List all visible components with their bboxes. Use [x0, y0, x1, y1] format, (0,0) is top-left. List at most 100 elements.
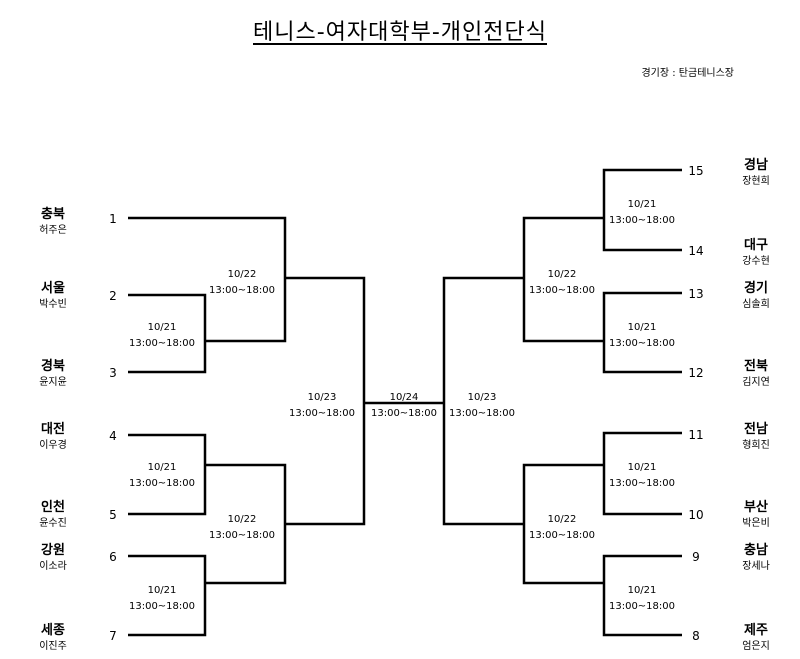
- bracket-line-r-1514-1312: [522, 216, 604, 343]
- player-region: 제주: [744, 623, 768, 638]
- match-date: 10/21: [148, 322, 177, 333]
- player-name: 허주은: [39, 224, 67, 236]
- bracket-line-r-15-14: [602, 168, 682, 252]
- player-entry-2: 서울 박수빈 2: [39, 280, 117, 310]
- player-entry-11: 11 전남 형희진: [688, 421, 769, 451]
- match-time: 13:00~18:00: [289, 408, 355, 419]
- title-text: 테니스-여자대학부-개인전단식: [253, 20, 547, 45]
- match-date: 10/22: [548, 514, 577, 525]
- player-region: 경기: [744, 280, 768, 296]
- player-name: 김지연: [742, 376, 770, 388]
- seed-number: 15: [688, 164, 703, 178]
- player-entry-9: 9 충남 장세나: [692, 542, 770, 572]
- player-entry-6: 강원 이소라 6: [39, 542, 117, 572]
- seed-number: 12: [688, 366, 703, 380]
- player-region: 부산: [744, 499, 768, 515]
- bracket-line-r-11-10: [602, 431, 682, 516]
- player-region: 전남: [744, 421, 768, 437]
- player-region: 대전: [41, 421, 65, 437]
- match-time: 13:00~18:00: [609, 338, 675, 349]
- seed-number: 5: [109, 508, 117, 522]
- match-date: 10/21: [148, 585, 177, 596]
- player-name: 형희진: [742, 439, 770, 451]
- match-date: 10/22: [228, 269, 257, 280]
- bracket-lines: [128, 168, 682, 637]
- match-schedule-r-r1-9-8: 10/21 13:00~18:00: [609, 585, 675, 612]
- player-region: 충남: [744, 542, 768, 558]
- bracket-line-r-9-8: [602, 554, 682, 637]
- player-entry-1: 충북 허주은 1: [39, 206, 117, 236]
- match-schedule-r-r2-bottom: 10/22 13:00~18:00: [529, 514, 595, 541]
- match-time: 13:00~18:00: [449, 408, 515, 419]
- player-name: 박은비: [742, 517, 770, 529]
- player-entry-8: 8 제주 엄은지: [692, 623, 770, 652]
- match-schedule-r-semi: 10/23 13:00~18:00: [449, 392, 515, 419]
- match-time: 13:00~18:00: [609, 478, 675, 489]
- match-date: 10/21: [628, 462, 657, 473]
- bracket-line-l-2-3: [128, 293, 207, 374]
- player-name: 윤수진: [39, 517, 67, 529]
- match-date: 10/23: [468, 392, 497, 403]
- seed-number: 3: [109, 366, 117, 380]
- seed-number: 7: [109, 629, 117, 643]
- match-time: 13:00~18:00: [209, 530, 275, 541]
- bracket-line-r-13-12: [602, 291, 682, 374]
- player-name: 심솔희: [742, 298, 770, 310]
- player-entry-14: 14 대구 강수현: [688, 238, 769, 267]
- match-schedule-r-r1-15-14: 10/21 13:00~18:00: [609, 199, 675, 226]
- player-region: 대구: [744, 238, 768, 253]
- player-entry-3: 경북 윤지윤 3: [39, 358, 117, 388]
- player-region: 경북: [41, 358, 65, 374]
- match-date: 10/22: [228, 514, 257, 525]
- match-time: 13:00~18:00: [609, 215, 675, 226]
- player-name: 장세나: [742, 560, 770, 572]
- match-date: 10/21: [628, 585, 657, 596]
- match-date: 10/22: [548, 269, 577, 280]
- seed-number: 10: [688, 508, 703, 522]
- match-schedule-l-r2-top: 10/22 13:00~18:00: [209, 269, 275, 296]
- player-region: 강원: [41, 542, 65, 558]
- match-schedule-final: 10/24 13:00~18:00: [371, 392, 437, 419]
- page-title: 테니스-여자대학부-개인전단식: [0, 14, 800, 46]
- match-date: 10/21: [628, 199, 657, 210]
- seed-number: 2: [109, 289, 117, 303]
- seed-number: 1: [109, 212, 117, 226]
- match-schedule-r-r2-top: 10/22 13:00~18:00: [529, 269, 595, 296]
- match-date: 10/24: [390, 392, 419, 403]
- match-date: 10/23: [308, 392, 337, 403]
- seed-number: 4: [109, 429, 117, 443]
- player-name: 이진주: [39, 640, 67, 652]
- player-region: 세종: [41, 623, 65, 638]
- match-schedule-l-r1-2-3: 10/21 13:00~18:00: [129, 322, 195, 349]
- bracket-line-l-4-5: [128, 433, 207, 516]
- match-time: 13:00~18:00: [609, 601, 675, 612]
- player-region: 충북: [41, 206, 65, 222]
- seed-number: 6: [109, 550, 117, 564]
- player-region: 인천: [41, 499, 65, 515]
- venue-label: 경기장 : 탄금테니스장: [641, 68, 734, 79]
- match-schedule-l-r1-6-7: 10/21 13:00~18:00: [129, 585, 195, 612]
- match-time: 13:00~18:00: [129, 478, 195, 489]
- player-entry-4: 대전 이우경 4: [39, 421, 117, 451]
- seed-number: 14: [688, 244, 703, 258]
- player-region: 전북: [744, 358, 768, 374]
- seed-number: 9: [692, 550, 700, 564]
- player-region: 서울: [41, 280, 65, 296]
- player-name: 이소라: [39, 560, 67, 572]
- match-date: 10/21: [148, 462, 177, 473]
- player-entry-15: 15 경남 장현희: [688, 157, 769, 187]
- bracket-line-r-semi: [442, 276, 524, 526]
- match-time: 13:00~18:00: [129, 601, 195, 612]
- seed-number: 13: [688, 287, 703, 301]
- seed-number: 11: [688, 428, 703, 442]
- match-time: 13:00~18:00: [209, 285, 275, 296]
- match-schedule-l-semi: 10/23 13:00~18:00: [289, 392, 355, 419]
- match-time: 13:00~18:00: [371, 408, 437, 419]
- seed-number: 8: [692, 629, 700, 643]
- player-entry-10: 10 부산 박은비: [688, 499, 769, 529]
- player-name: 엄은지: [742, 640, 770, 652]
- player-name: 윤지윤: [39, 376, 67, 388]
- match-time: 13:00~18:00: [129, 338, 195, 349]
- player-entry-13: 13 경기 심솔희: [688, 280, 769, 310]
- match-schedule-l-r2-bottom: 10/22 13:00~18:00: [209, 514, 275, 541]
